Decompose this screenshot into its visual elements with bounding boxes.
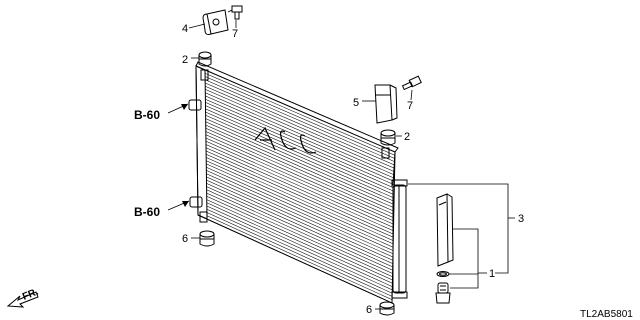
condenser-fin-line (205, 124, 395, 209)
condenser-fin-line (206, 160, 394, 245)
condenser-fin-line (206, 202, 393, 287)
condenser-emboss-mark (254, 126, 317, 154)
callout-2-upper: 2 (182, 54, 188, 66)
condenser-top-rail (195, 61, 399, 153)
condenser-fin-line (205, 144, 394, 228)
condenser-mount-tabs (188, 69, 390, 223)
condenser-fin-line (205, 134, 394, 218)
callout-4: 4 (182, 23, 188, 35)
condenser-fin-line (206, 163, 394, 248)
condenser-fin-line (205, 98, 395, 182)
condenser-fin-line (205, 95, 395, 179)
condenser-fin-line (206, 186, 393, 271)
part-7-bolt-right (401, 75, 422, 91)
condenser-fin-line (206, 179, 393, 264)
diagram-catalog-code: TL2AB5801 (580, 309, 633, 320)
condenser-fin-line (204, 79, 395, 163)
condenser-core (195, 61, 399, 304)
o-ring (436, 271, 450, 277)
condenser-fin-line (205, 150, 394, 235)
condenser-fin-line (206, 189, 393, 274)
front-direction-label: FR. (21, 286, 40, 302)
receiver-tank-cap-bottom (391, 291, 408, 299)
condenser-fin-line (205, 85, 395, 169)
upper-mount-tab (188, 99, 202, 111)
callout-6-bottom: 6 (366, 304, 372, 316)
receiver-tank-body (392, 184, 407, 294)
condenser-fin-line (206, 170, 394, 255)
drain-plug (435, 282, 451, 304)
condenser-fin-line (205, 128, 394, 212)
condenser-fin-line (205, 131, 394, 215)
condenser-fin-line (205, 102, 395, 186)
condenser-fin-line (206, 215, 393, 300)
callout-2-right: 2 (404, 131, 410, 143)
condenser-fin-line (206, 173, 394, 258)
part-7-bolt-upper (227, 5, 243, 20)
b60-arrows (167, 103, 190, 211)
leader-lines (188, 20, 515, 310)
condenser-left-tank (195, 65, 208, 220)
condenser-fin-line (205, 141, 394, 225)
condenser-fin-line (205, 108, 395, 192)
condenser-fin-line (205, 153, 394, 238)
condenser-fin-line (206, 196, 393, 281)
upper-pin (200, 69, 209, 81)
condenser-fin-line (205, 111, 395, 195)
receiver-tank-cap-top (391, 179, 408, 187)
right-pin (381, 147, 390, 159)
part-2-bushing-right (380, 129, 396, 146)
part-5-bracket (374, 84, 398, 124)
condenser-fin-line (205, 82, 395, 166)
callout-5: 5 (353, 97, 359, 109)
condenser-fin-line (206, 157, 394, 241)
condenser-fin-line (205, 121, 395, 205)
front-direction-arrow-icon (6, 291, 39, 308)
condenser-fin-line (206, 209, 393, 294)
condenser-fin-line (206, 205, 393, 291)
condenser-fin-line (206, 212, 393, 297)
condenser-fin-line (204, 72, 396, 156)
condenser-fin-line (205, 105, 395, 189)
receiver-drier-tank (391, 151, 408, 299)
condenser-fin-line (206, 192, 393, 277)
part-2-bushing-upper (198, 51, 212, 67)
condenser-fins (204, 69, 396, 304)
condenser-fin-line (205, 147, 394, 232)
callout-3: 3 (518, 213, 524, 225)
callout-1: 1 (489, 268, 495, 280)
condenser-fin-line (206, 176, 393, 261)
part-4-bracket (202, 9, 229, 35)
desiccant-filter (436, 193, 454, 267)
reference-b60-lower: B-60 (134, 205, 160, 219)
condenser-fin-line (205, 89, 395, 172)
callout-6-left: 6 (182, 233, 188, 245)
lower-mount-tab (189, 196, 203, 208)
condenser-fin-line (206, 199, 393, 284)
condenser-fin-line (206, 166, 394, 251)
condenser-fin-line (206, 183, 393, 268)
condenser-fin-line (205, 92, 395, 176)
condenser-fin-line (204, 76, 396, 159)
callout-7-upper: 7 (232, 28, 238, 40)
condenser-fin-line (205, 118, 395, 202)
lower-pin (199, 211, 208, 223)
condenser-fin-line (205, 137, 394, 222)
reference-b60-upper: B-60 (134, 108, 160, 122)
callout-7-right: 7 (407, 100, 413, 112)
part-6-cushion-left (199, 230, 215, 247)
condenser-fin-line (205, 115, 395, 199)
part-6-cushion-bottom (379, 301, 395, 316)
